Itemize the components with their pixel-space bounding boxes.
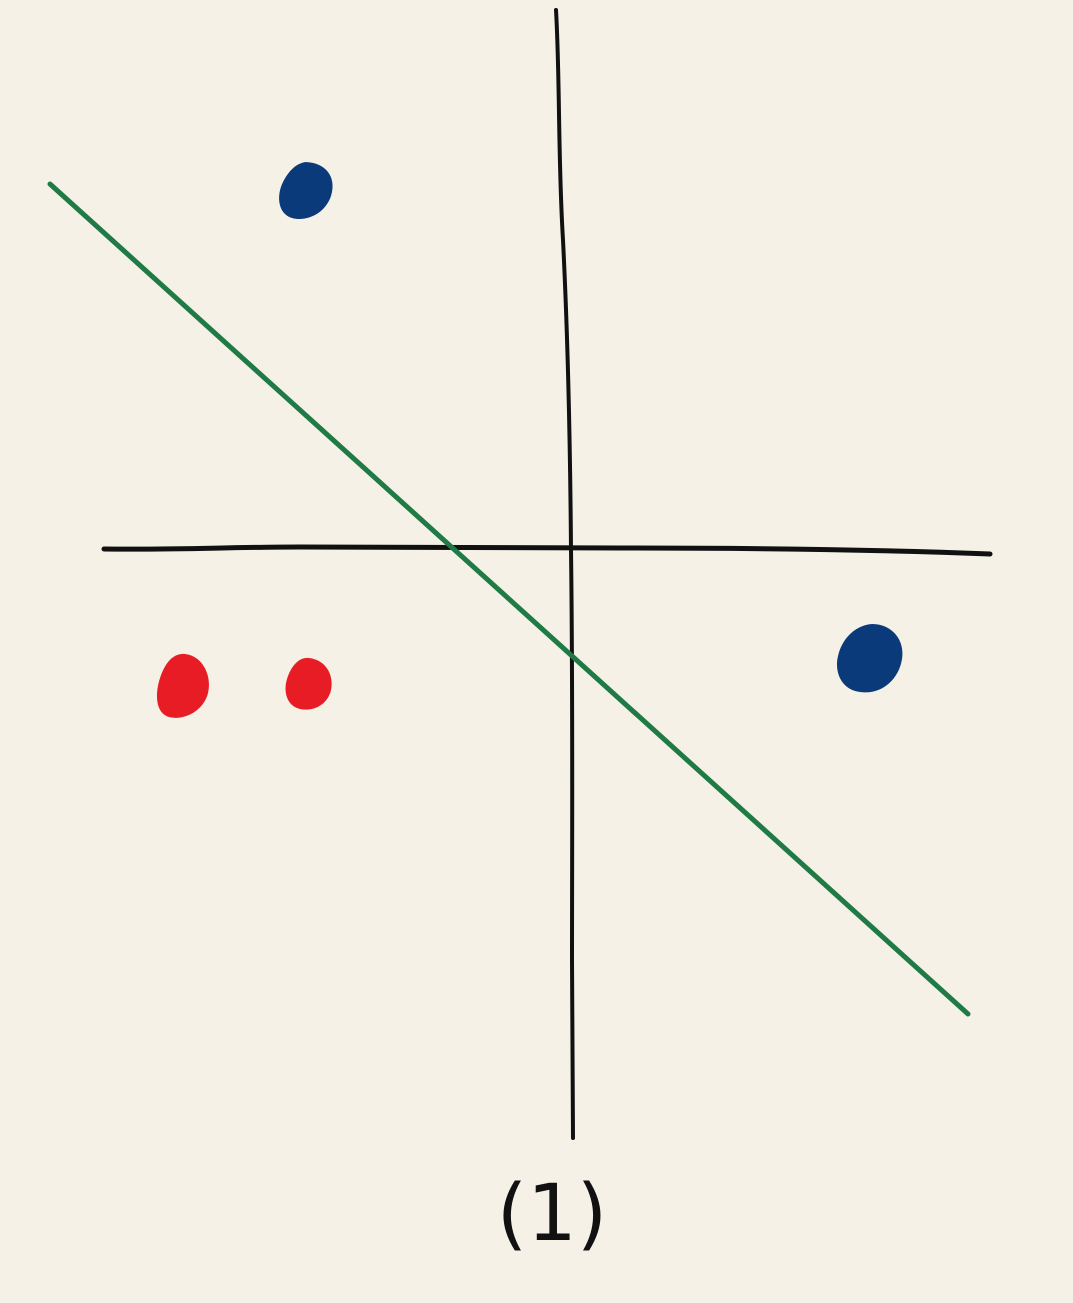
x-axis bbox=[101, 544, 993, 557]
red-point-left bbox=[156, 653, 209, 718]
blue-point-right bbox=[836, 624, 903, 693]
diagram-caption: (1) bbox=[497, 1169, 608, 1259]
separator-line bbox=[47, 181, 971, 1017]
red-point-middle bbox=[285, 657, 332, 710]
blue-point-top-left bbox=[279, 162, 333, 220]
